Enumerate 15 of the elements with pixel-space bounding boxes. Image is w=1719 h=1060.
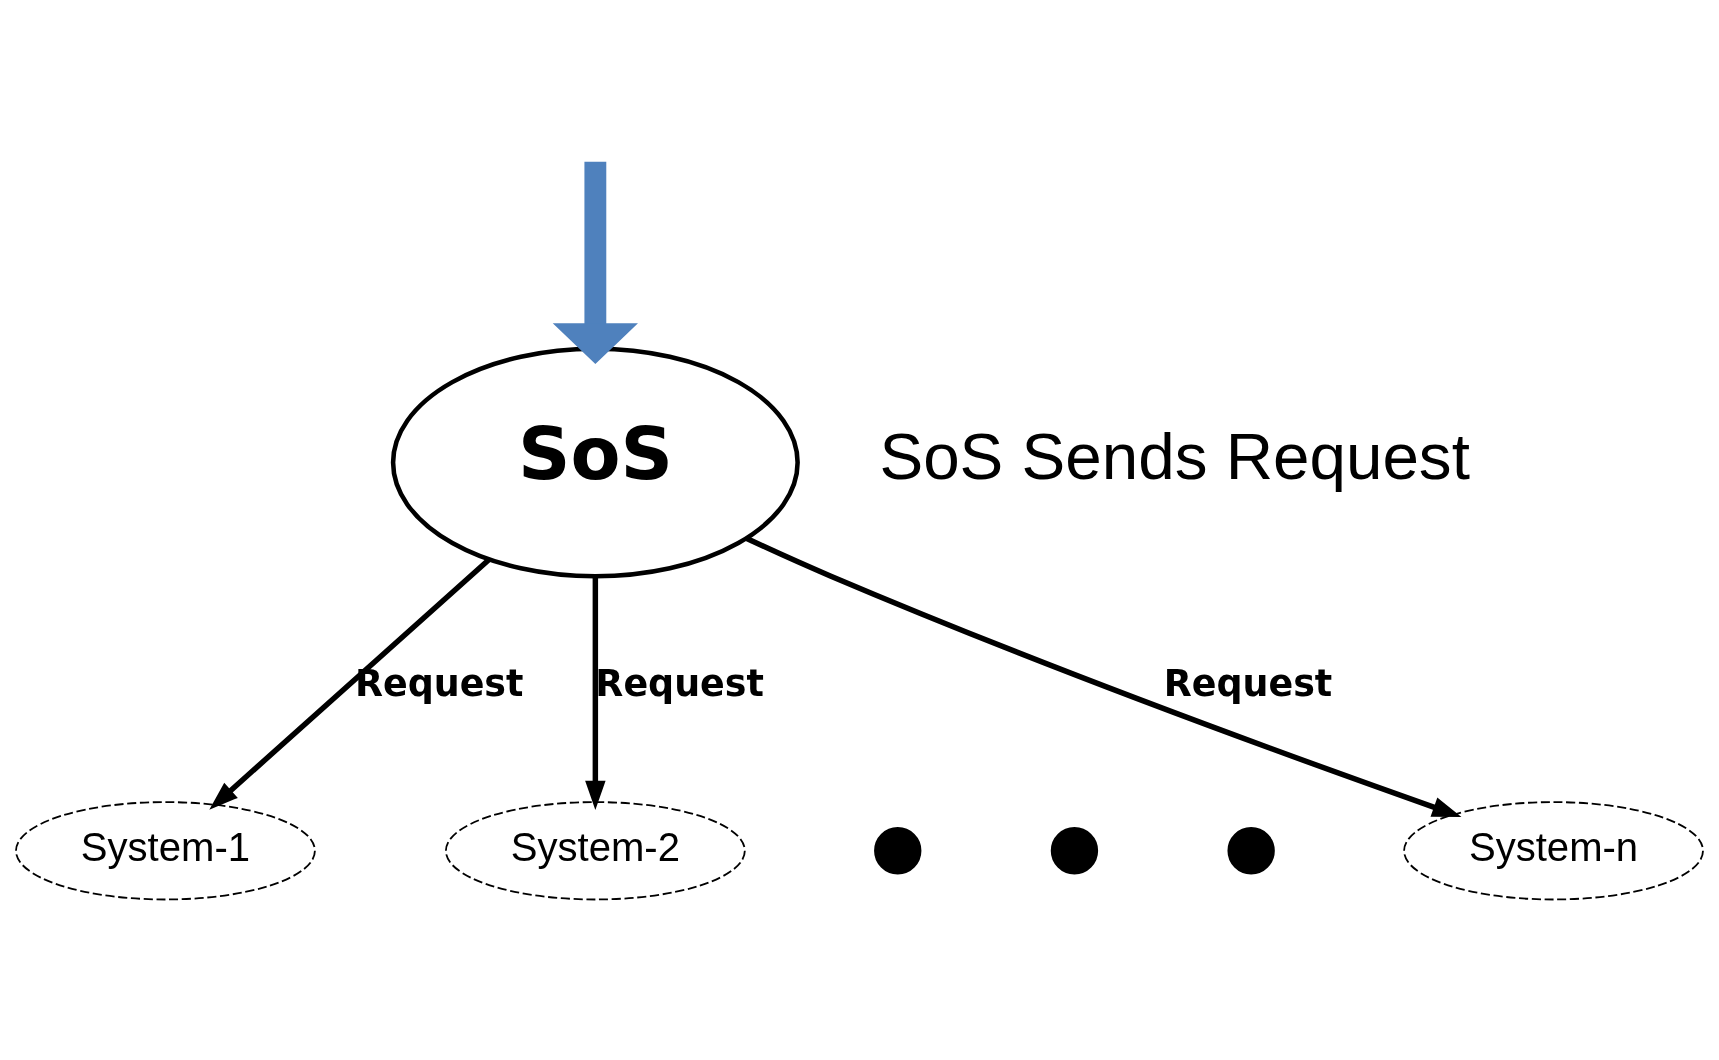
node-circle	[874, 827, 922, 875]
edge-label: Request	[595, 662, 764, 706]
edge-label: Request	[354, 662, 524, 706]
label: SoS Sends Request	[879, 419, 1470, 493]
node-ellipse: System-1	[15, 801, 316, 901]
arrow	[209, 557, 491, 810]
arrow	[745, 535, 1462, 817]
node-circle	[1227, 827, 1275, 875]
edge-label: Request	[1163, 662, 1333, 706]
node-circle	[1050, 827, 1099, 875]
node-ellipse: System-2	[444, 801, 746, 901]
arrow	[585, 576, 606, 811]
node-ellipse: System-n	[1403, 801, 1704, 901]
node-ellipse: SoS	[390, 346, 800, 579]
arrow	[552, 161, 638, 364]
